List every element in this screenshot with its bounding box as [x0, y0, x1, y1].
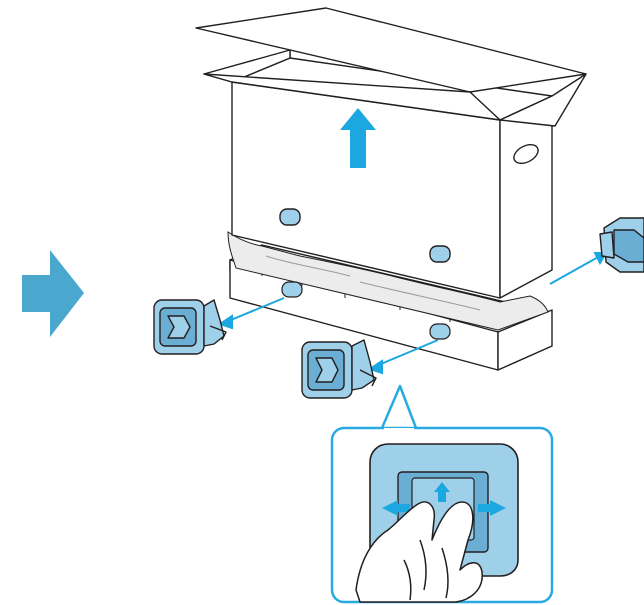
- step-arrow-icon: [22, 250, 84, 337]
- clip-right: [599, 217, 644, 273]
- carton-box: [195, 7, 587, 299]
- hand-illustration: [355, 501, 483, 603]
- tray-holes: [281, 281, 451, 340]
- clip-middle: [301, 339, 377, 399]
- callout-pointer: [380, 384, 418, 429]
- squeeze-arrows-icon: [382, 482, 506, 516]
- clip-left: [153, 299, 227, 355]
- foam-padding: [227, 231, 549, 331]
- detail-callout: [330, 426, 554, 604]
- up-arrow-icon: [340, 108, 376, 168]
- diagonal-arrow-icon: [217, 252, 608, 375]
